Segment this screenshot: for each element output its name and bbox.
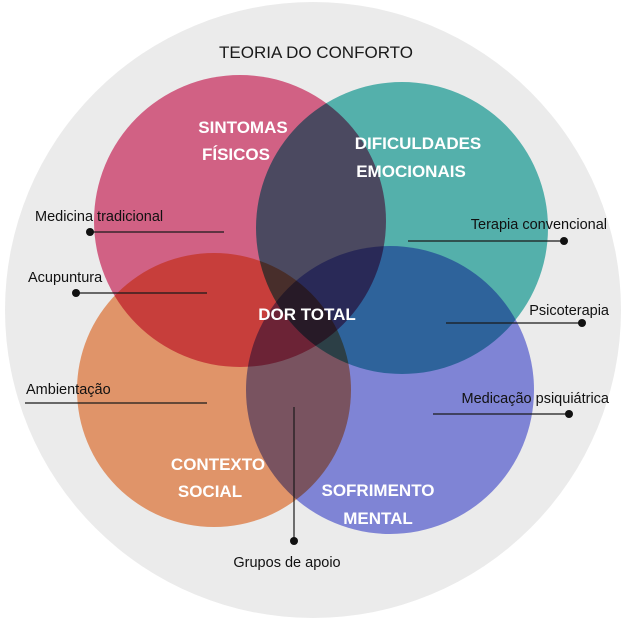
label-sofrimento-mental: SOFRIMENTO MENTAL [321, 481, 434, 528]
label-terapia-convencional: Terapia convencional [471, 217, 607, 233]
label-ambientacao: Ambientação [26, 382, 111, 398]
dot-grupos [290, 537, 298, 545]
annotation-labels: Medicina tradicional Acupuntura Ambienta… [26, 209, 610, 571]
dot-psicoterapia [578, 319, 586, 327]
contexto-line2: SOCIAL [178, 482, 242, 501]
dificuldades-line2: EMOCIONAIS [356, 162, 466, 181]
label-dificuldades-emocionais: DIFICULDADES EMOCIONAIS [355, 134, 482, 181]
dot-medicina [86, 228, 94, 236]
sofrimento-line2: MENTAL [343, 509, 413, 528]
label-grupos-de-apoio: Grupos de apoio [233, 555, 340, 571]
venn-circles [77, 75, 548, 534]
dot-medicacao [565, 410, 573, 418]
annotation-lines [25, 228, 586, 545]
contexto-line1: CONTEXTO [171, 455, 265, 474]
label-acupuntura: Acupuntura [28, 270, 103, 286]
label-sintomas-fisicos: SINTOMAS FÍSICOS [198, 118, 287, 164]
sintomas-line2: FÍSICOS [202, 145, 270, 164]
sintomas-line1: SINTOMAS [198, 118, 287, 137]
dificuldades-line1: DIFICULDADES [355, 134, 482, 153]
label-medicina-tradicional: Medicina tradicional [35, 209, 163, 225]
label-medicacao-psiquiatrica: Medicação psiquiátrica [462, 391, 610, 407]
center-label: DOR TOTAL [258, 305, 356, 324]
label-psicoterapia: Psicoterapia [529, 303, 610, 319]
dot-terapia [560, 237, 568, 245]
dot-acupuntura [72, 289, 80, 297]
circle-sofrimento-mental [246, 246, 534, 534]
sofrimento-line1: SOFRIMENTO [321, 481, 434, 500]
label-contexto-social: CONTEXTO SOCIAL [171, 455, 265, 501]
diagram-title: TEORIA DO CONFORTO [219, 43, 413, 62]
